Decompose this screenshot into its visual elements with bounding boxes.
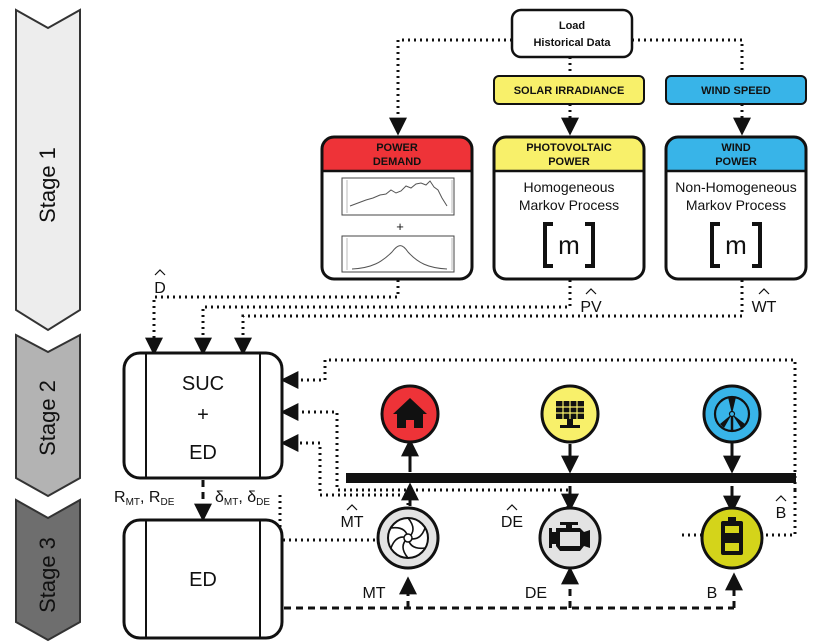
plus-sign: + <box>396 219 404 234</box>
unit-mt-label: MT <box>362 585 385 602</box>
wind-speed-label: WIND SPEED <box>701 85 771 97</box>
demand-profile-plot <box>341 177 455 216</box>
photovoltaic-line1: PHOTOVOLTAIC <box>526 142 612 154</box>
house-load-icon <box>380 384 440 444</box>
battery-icon <box>700 506 764 570</box>
forecast-de-label: DE <box>501 504 523 531</box>
svg-text:PV: PV <box>580 299 602 316</box>
stage-2-label: Stage 2 <box>35 380 60 456</box>
pv-matrix-symbol: m <box>558 230 580 260</box>
load-label: Load <box>559 20 585 32</box>
suc-ed-label: ED <box>189 442 217 464</box>
pv-process-desc2: Markov Process <box>519 197 619 213</box>
wind-power-line2: POWER <box>715 156 757 168</box>
power-bus-bar <box>346 473 796 483</box>
svg-text:WT: WT <box>752 299 777 316</box>
svg-text:D: D <box>154 280 166 297</box>
stage-3-chevron: Stage 3 <box>15 498 81 642</box>
pv-process-desc1: Homogeneous <box>523 179 614 195</box>
svg-text:DE: DE <box>501 514 523 531</box>
suc-plus-label: + <box>197 404 209 426</box>
reserve-r-label: RMT, RDE <box>114 489 175 508</box>
load-historical-data-box: Load Historical Data <box>510 8 634 59</box>
wind-turbine-icon <box>702 384 762 444</box>
suc-label: SUC <box>182 373 224 395</box>
wt-process-desc2: Markov Process <box>686 197 786 213</box>
pv-transition-matrix <box>543 222 595 268</box>
power-demand-line2: DEMAND <box>373 156 421 168</box>
wt-transition-matrix <box>710 222 762 268</box>
forecast-pv-label: PV <box>580 288 602 316</box>
unit-b-label: B <box>707 585 718 602</box>
reserve-delta-label: δMT, δDE <box>215 489 270 508</box>
diesel-engine-icon <box>538 506 602 570</box>
forecast-b-label: B <box>775 495 787 522</box>
photovoltaic-power-box: PHOTOVOLTAIC POWER Homogeneous Markov Pr… <box>492 135 646 281</box>
photovoltaic-line2: POWER <box>548 156 590 168</box>
stage-1-chevron: Stage 1 <box>15 8 81 332</box>
ed-label: ED <box>189 569 217 591</box>
micro-turbine-icon <box>376 506 440 570</box>
historical-data-label: Historical Data <box>533 37 611 49</box>
solar-irradiance-tag: SOLAR IRRADIANCE <box>493 75 645 105</box>
solar-irradiance-label: SOLAR IRRADIANCE <box>514 85 625 97</box>
wind-power-box: WIND POWER Non-Homogeneous Markov Proces… <box>664 135 808 281</box>
gaussian-plot <box>341 235 455 273</box>
solar-panel-icon <box>540 384 600 444</box>
power-demand-box: POWER DEMAND + <box>320 135 474 281</box>
ed-box: ED <box>122 518 284 640</box>
stage-1-label: Stage 1 <box>35 147 60 223</box>
svg-text:MT: MT <box>340 514 363 531</box>
wt-process-desc1: Non-Homogeneous <box>675 179 796 195</box>
wt-matrix-symbol: m <box>725 230 747 260</box>
forecast-mt-label: MT <box>340 504 364 531</box>
bus-connectors <box>401 438 741 514</box>
forecast-wt-label: WT <box>752 288 777 316</box>
forecast-d-label: D <box>154 269 166 297</box>
wind-power-line1: WIND <box>721 142 750 154</box>
svg-text:B: B <box>776 505 787 522</box>
wind-speed-tag: WIND SPEED <box>665 75 807 105</box>
unit-de-label: DE <box>525 585 547 602</box>
ed-dispatch-lines <box>284 566 743 610</box>
stage-2-chevron: Stage 2 <box>15 333 81 498</box>
suc-ed-box: SUC + ED <box>122 351 284 480</box>
stage-3-label: Stage 3 <box>35 537 60 613</box>
power-demand-line1: POWER <box>376 142 418 154</box>
